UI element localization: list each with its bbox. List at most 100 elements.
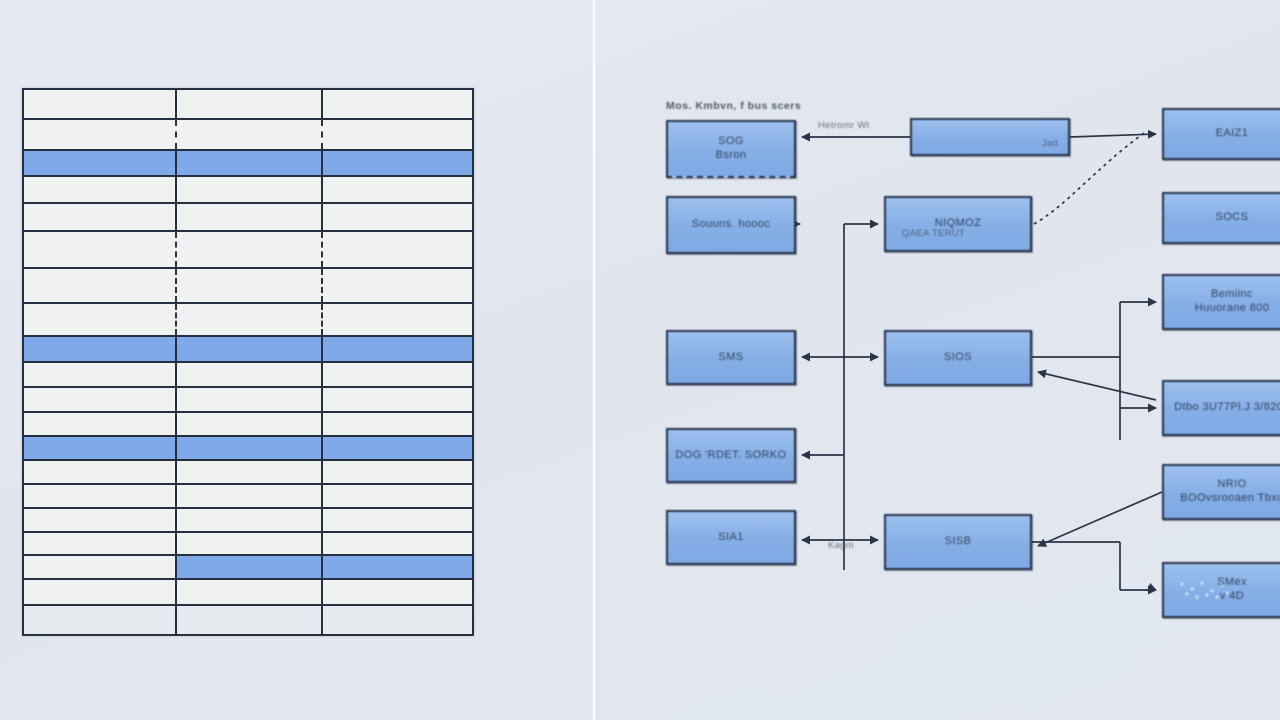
diagram-node-n2[interactable]: Souuns. hoooc [666, 196, 796, 254]
table-cell[interactable] [177, 231, 323, 267]
table-cell[interactable] [177, 460, 323, 483]
table-cell[interactable] [322, 556, 472, 579]
table-cell[interactable] [177, 337, 323, 361]
table-row[interactable] [24, 90, 472, 121]
table-cell[interactable] [322, 176, 472, 203]
table-row[interactable] [24, 120, 472, 151]
table-cell[interactable] [24, 150, 178, 175]
diagram-node-n9[interactable]: SISB [884, 514, 1032, 570]
table-cell[interactable] [177, 412, 323, 435]
table-cell[interactable] [177, 580, 323, 605]
table-cell[interactable] [177, 303, 323, 336]
table-row[interactable] [24, 204, 472, 232]
table-cell[interactable] [24, 436, 178, 459]
table-cell[interactable] [24, 337, 178, 361]
table-cell[interactable] [322, 362, 472, 386]
node-label-line1: Souuns. hoooc [691, 218, 771, 231]
table-cell[interactable] [177, 120, 323, 149]
table-cell[interactable] [177, 508, 323, 531]
node-label-line1: DOG 'RDET. SORKO [675, 448, 787, 461]
table-cell[interactable] [24, 231, 178, 267]
table-cell[interactable] [177, 387, 323, 411]
table-cell[interactable] [24, 387, 178, 411]
table-row[interactable] [24, 268, 472, 304]
table-row[interactable] [24, 387, 472, 413]
diagram-node-n11[interactable]: SOCS [1162, 192, 1280, 244]
table-cell[interactable] [24, 90, 178, 119]
table-row[interactable] [24, 176, 472, 205]
table-row[interactable] [24, 337, 472, 363]
table-cell[interactable] [322, 231, 472, 267]
speckle-decoration [1178, 580, 1236, 600]
table-cell[interactable] [24, 362, 178, 386]
table-cell[interactable] [322, 460, 472, 483]
diagram-node-n4[interactable]: DOG 'RDET. SORKO [666, 428, 796, 483]
table-row[interactable] [24, 460, 472, 485]
table-cell[interactable] [24, 204, 178, 230]
table-cell[interactable] [322, 508, 472, 531]
table-cell[interactable] [177, 362, 323, 386]
table-cell[interactable] [177, 606, 323, 634]
diagram-node-n7[interactable]: NIQMOZ [884, 196, 1032, 252]
table-row[interactable] [24, 484, 472, 509]
table-row[interactable] [24, 231, 472, 269]
table-cell[interactable] [24, 508, 178, 531]
table-cell[interactable] [24, 120, 178, 149]
table-cell[interactable] [322, 268, 472, 302]
table-row[interactable] [24, 532, 472, 557]
table-cell[interactable] [322, 532, 472, 555]
table-cell[interactable] [322, 387, 472, 411]
table-cell[interactable] [322, 150, 472, 175]
table-cell[interactable] [24, 532, 178, 555]
table-row[interactable] [24, 303, 472, 338]
table-cell[interactable] [322, 606, 472, 634]
table-cell[interactable] [24, 176, 178, 203]
table-cell[interactable] [322, 120, 472, 149]
table-cell[interactable] [177, 436, 323, 459]
table-cell[interactable] [322, 580, 472, 605]
diagram-node-n6[interactable] [910, 118, 1070, 156]
table-cell[interactable] [24, 460, 178, 483]
table-row[interactable] [24, 580, 472, 607]
table-cell[interactable] [322, 90, 472, 119]
diagram-node-n13[interactable]: Dtbo 3U77Pl.J 3/8200 [1162, 380, 1280, 436]
table-cell[interactable] [322, 337, 472, 361]
table-cell[interactable] [24, 556, 178, 579]
table-row[interactable] [24, 556, 472, 581]
table-cell[interactable] [24, 580, 178, 605]
table-row[interactable] [24, 362, 472, 388]
table-cell[interactable] [177, 176, 323, 203]
blank-data-table[interactable] [22, 88, 474, 636]
diagram-node-n8[interactable]: SIOS [884, 330, 1032, 386]
table-cell[interactable] [177, 484, 323, 507]
table-row[interactable] [24, 508, 472, 533]
table-cell[interactable] [177, 532, 323, 555]
table-cell[interactable] [177, 268, 323, 302]
table-row[interactable] [24, 606, 472, 634]
table-cell[interactable] [24, 606, 178, 634]
table-row[interactable] [24, 436, 472, 461]
table-cell[interactable] [24, 303, 178, 336]
table-cell[interactable] [177, 150, 323, 175]
table-cell[interactable] [322, 303, 472, 336]
table-cell[interactable] [177, 90, 323, 119]
table-cell[interactable] [177, 204, 323, 230]
table-row[interactable] [24, 412, 472, 437]
diagram-node-n5[interactable]: SIA1 [666, 510, 796, 565]
table-row[interactable] [24, 150, 472, 177]
table-cell[interactable] [322, 484, 472, 507]
table-cell[interactable] [24, 412, 178, 435]
table-cell[interactable] [177, 556, 323, 579]
diagram-node-n3[interactable]: SMS [666, 330, 796, 385]
table-cell[interactable] [24, 268, 178, 302]
table-cell[interactable] [322, 412, 472, 435]
table-cell[interactable] [24, 484, 178, 507]
diagram-node-n10[interactable]: EAIZ1 [1162, 108, 1280, 160]
table-cell[interactable] [322, 204, 472, 230]
table-cell[interactable] [322, 436, 472, 459]
